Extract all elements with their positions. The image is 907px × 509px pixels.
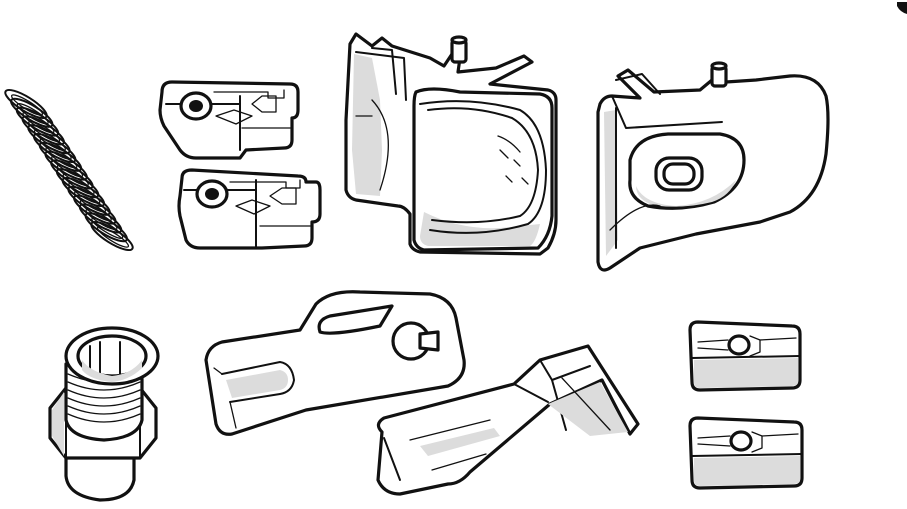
coil-spring-icon [4, 88, 134, 252]
spring-coil [90, 220, 134, 252]
retainer-clip-lower [688, 416, 804, 490]
flat-lever-plate [204, 290, 466, 436]
spring-coil [67, 185, 111, 216]
threaded-bushing-icon [48, 326, 160, 502]
spring-coil [73, 194, 117, 225]
spring-coil [10, 97, 54, 128]
handle-housing-left [344, 32, 558, 256]
spring-coil [84, 212, 128, 243]
door-handle-housing-icon [344, 32, 558, 256]
lever-plate-icon [204, 290, 466, 436]
bent-bracket [376, 344, 640, 496]
spring-coil [50, 159, 94, 190]
spring-coil-inner [91, 217, 124, 239]
spring-coil [38, 141, 83, 172]
spring-coil-inner [96, 226, 130, 248]
retainer-clip-icon [688, 320, 802, 392]
bracket-clip-upper [158, 80, 300, 160]
bracket-clip-lower [177, 168, 322, 250]
spring-coil [15, 106, 60, 137]
spring-coil [21, 115, 65, 146]
retainer-clip-icon [688, 416, 804, 490]
bracket-clip-icon [158, 80, 300, 160]
corner-mark-icon [897, 2, 907, 14]
spring-coil [4, 88, 48, 120]
spring-coil [32, 132, 77, 164]
spring-coil [55, 168, 100, 199]
spring-coil [78, 203, 123, 234]
spring-coil [44, 150, 88, 181]
spring-coil [61, 176, 106, 208]
bent-bracket-icon [376, 344, 640, 496]
retainer-clip-upper [688, 320, 802, 392]
bracket-clip-icon [177, 168, 322, 250]
handle-cover-right [596, 61, 830, 272]
threaded-bushing [48, 326, 160, 502]
door-handle-cover-icon [596, 61, 830, 272]
spring-coil [27, 124, 71, 155]
